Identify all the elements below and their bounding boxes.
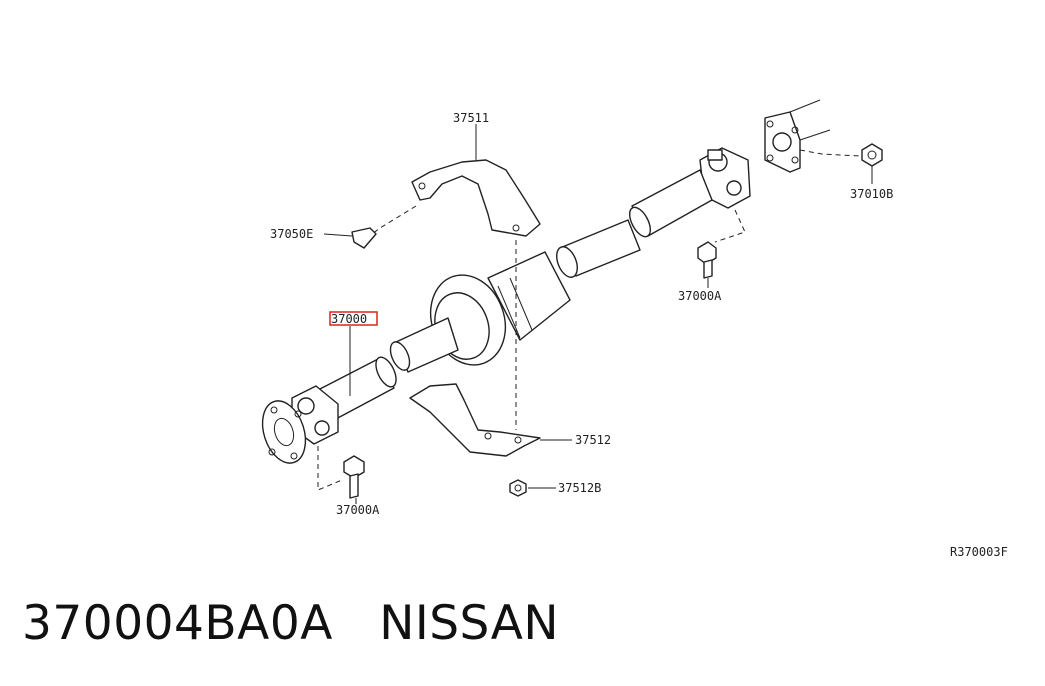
callout-37000a-lower: 37000A (336, 503, 380, 517)
upper-bracket-37511: 37511 (371, 111, 541, 430)
highlight-box (329, 311, 378, 326)
nut-37010b: 37010B (850, 143, 893, 201)
rear-companion-flange (764, 99, 861, 173)
callout-37512b: 37512B (558, 481, 601, 495)
reference-code: R370003F (950, 545, 1008, 559)
callout-37000: 37000 (331, 312, 367, 326)
propeller-shaft-diagram: 37010B 37000A (261, 99, 1008, 559)
front-flange (261, 400, 307, 464)
nut-37512b: 37512B (509, 479, 601, 497)
callout-37050e: 37050E (270, 227, 313, 241)
rear-tube (628, 169, 713, 238)
rear-universal-joint (699, 147, 751, 209)
callout-37511: 37511 (453, 111, 489, 125)
bolt-37000a-lower: 37000A (317, 446, 380, 517)
mid-shaft (556, 219, 641, 278)
part-number: 370004BA0A (22, 596, 333, 651)
part-footer: 370004BA0A NISSAN (22, 596, 559, 660)
callout-37512: 37512 (575, 433, 611, 447)
callout-37000a-upper: 37000A (678, 289, 722, 303)
callout-37010b: 37010B (850, 187, 893, 201)
callout-37000-group[interactable]: 37000 (329, 311, 378, 396)
lower-bracket-37512: 37512 (409, 383, 611, 457)
bolt-37000a-upper: 37000A (678, 209, 746, 303)
front-shaft-middle (389, 317, 459, 373)
brand-name: NISSAN (379, 596, 560, 651)
clip-37050e: 37050E (270, 227, 377, 249)
